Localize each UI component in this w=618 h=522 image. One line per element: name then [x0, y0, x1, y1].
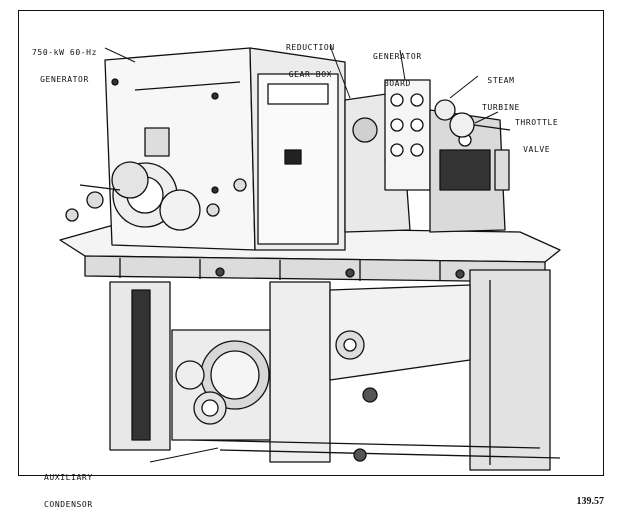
- label-generator-line1: 750-kW 60-Hz: [32, 48, 97, 57]
- label-generator: 750-kW 60-Hz GENERATOR: [32, 30, 97, 93]
- label-aux-line2: CONDENSOR: [44, 500, 93, 509]
- exciter-assembly: [65, 161, 247, 231]
- label-reduction-line1: REDUCTION: [286, 43, 335, 52]
- label-generator-board: GENERATOR BOARD: [373, 34, 422, 97]
- figure-number: 139.57: [576, 496, 605, 507]
- label-throttle-line2: VALVE: [523, 145, 551, 154]
- label-throttle-valve: THROTTLE VALVE: [515, 100, 558, 163]
- label-genboard-line1: GENERATOR: [373, 52, 422, 61]
- label-steam-line2: TURBINE: [482, 103, 520, 112]
- label-auxiliary-condensor: AUXILIARY CONDENSOR: [44, 455, 93, 518]
- label-reduction-line2: GEAR BOX: [288, 70, 333, 79]
- steam-turbine: [429, 99, 506, 233]
- label-generator-line2: GENERATOR: [40, 75, 89, 84]
- label-genboard-line2: BOARD: [383, 79, 411, 88]
- generator-board: [384, 79, 431, 191]
- auxiliary-condensor: [171, 329, 378, 462]
- label-steam-line1: STEAM: [487, 76, 515, 85]
- support-frame: [109, 269, 561, 471]
- label-steam-turbine: STEAM TURBINE: [482, 58, 520, 121]
- throttle-valve: [449, 112, 511, 191]
- label-reduction-gear-box: REDUCTION GEAR BOX: [286, 25, 335, 88]
- leader-lines: [104, 45, 499, 463]
- label-aux-line1: AUXILIARY: [44, 473, 93, 482]
- label-throttle-line1: THROTTLE: [515, 118, 559, 127]
